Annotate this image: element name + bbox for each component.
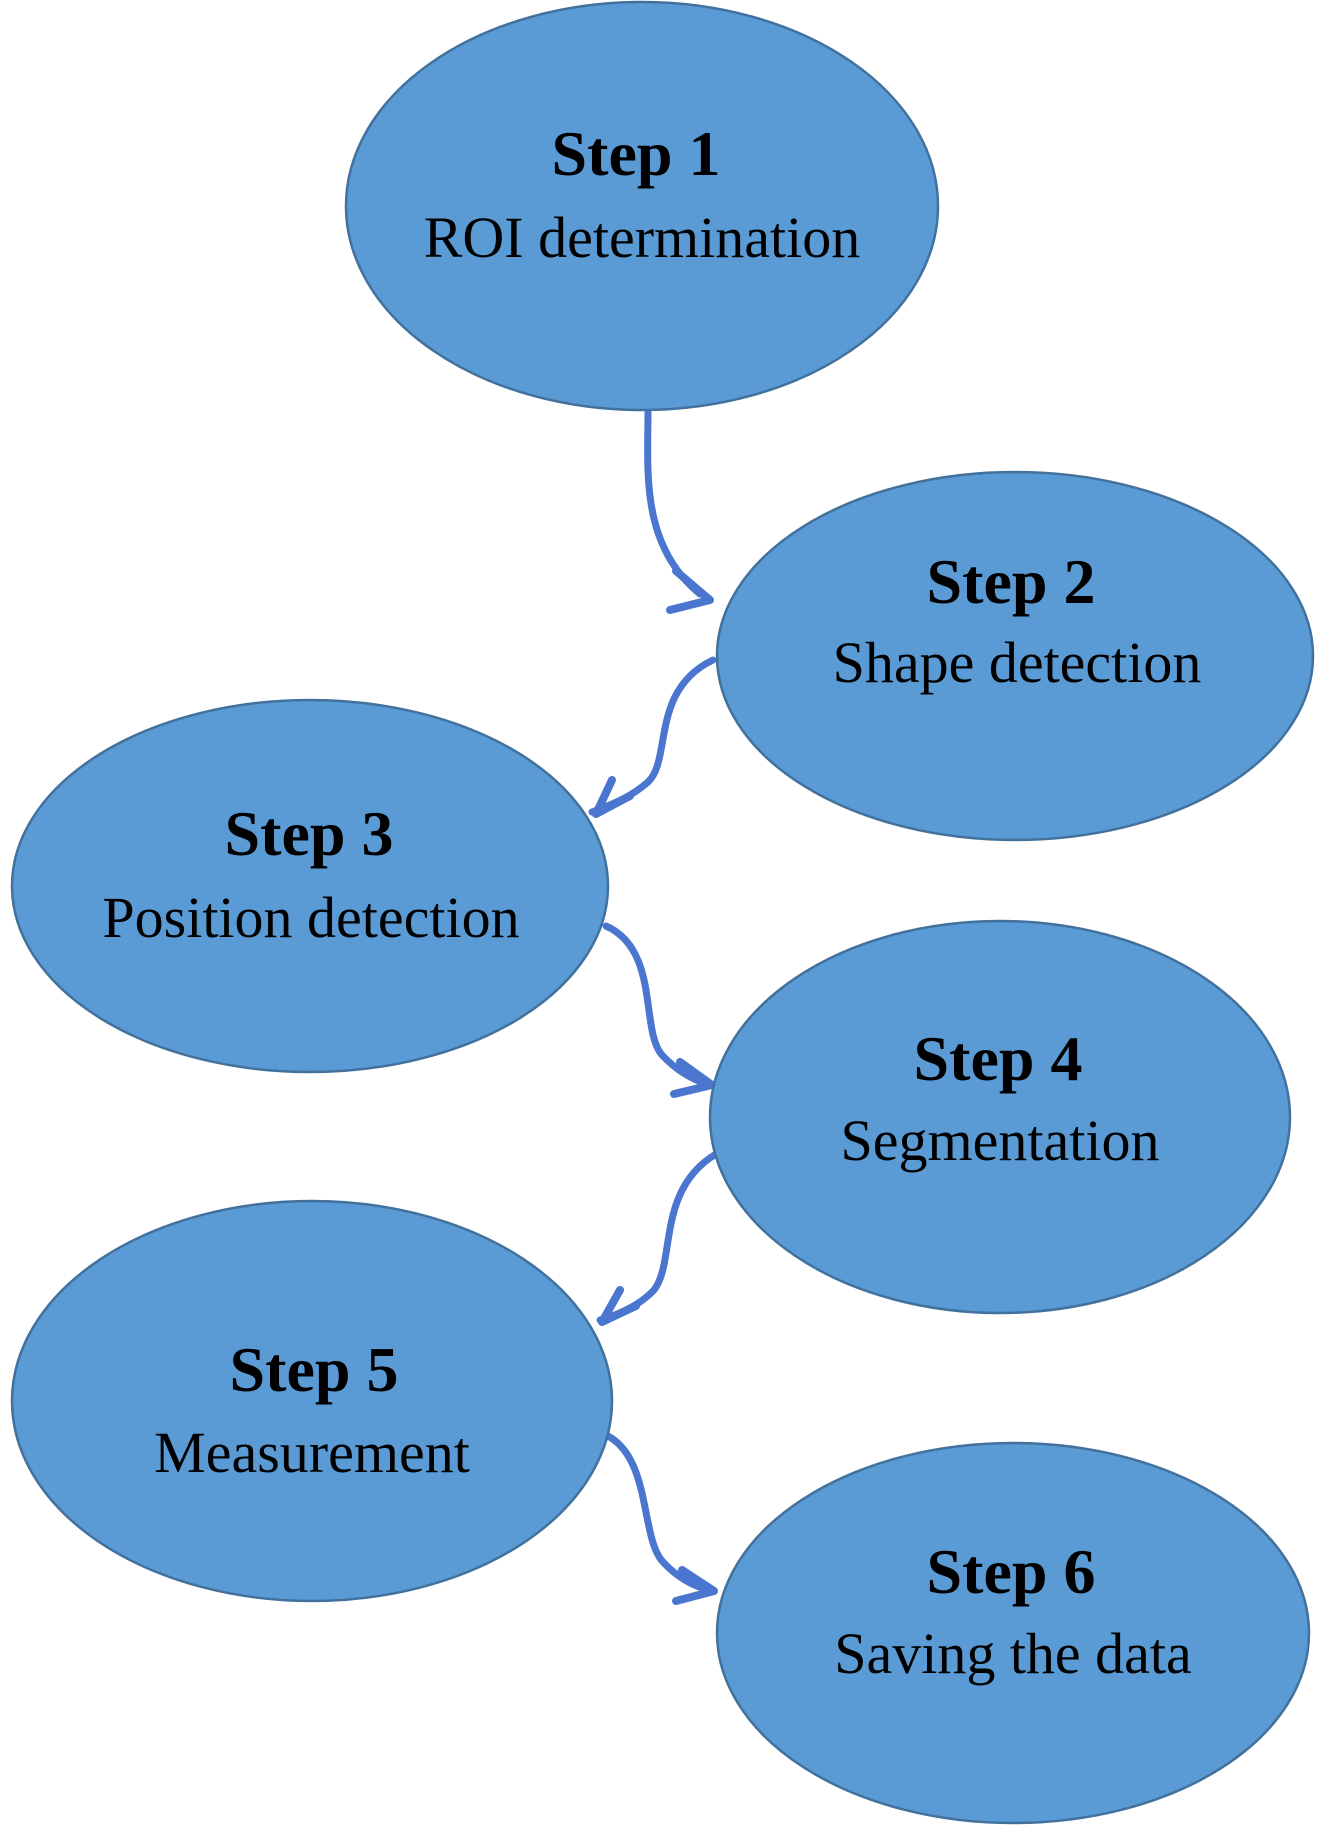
- step-node-3-description: Position detection: [102, 885, 519, 950]
- step-node-2-description: Shape detection: [833, 630, 1202, 695]
- step-node-4: Step 4 Segmentation: [708, 919, 1292, 1315]
- step-node-5-title: Step 5: [230, 1334, 399, 1405]
- step-node-2: Step 2 Shape detection: [715, 470, 1315, 842]
- step-node-6-description: Saving the data: [834, 1621, 1192, 1686]
- step-node-4-description: Segmentation: [841, 1108, 1160, 1173]
- step-node-6: Step 6 Saving the data: [715, 1441, 1311, 1825]
- connector-5-to-6: [604, 1432, 718, 1605]
- step-node-2-title: Step 2: [927, 546, 1096, 617]
- step-node-3-shape: [10, 698, 610, 1074]
- connector-4-to-5: [596, 1150, 720, 1326]
- step-node-1: Step 1 ROI determination: [344, 0, 940, 412]
- step-node-4-shape: [708, 919, 1292, 1315]
- step-node-5-description: Measurement: [154, 1420, 470, 1485]
- step-node-6-shape: [715, 1441, 1311, 1825]
- step-node-1-description: ROI determination: [424, 205, 861, 270]
- step-node-6-title: Step 6: [927, 1536, 1096, 1607]
- step-node-2-shape: [715, 470, 1315, 842]
- step-node-1-shape: [344, 0, 940, 412]
- step-node-5: Step 5 Measurement: [10, 1199, 614, 1603]
- step-node-3-title: Step 3: [225, 798, 394, 869]
- step-node-4-title: Step 4: [914, 1023, 1083, 1094]
- connector-3-to-4: [602, 922, 716, 1098]
- step-node-1-title: Step 1: [552, 118, 721, 189]
- connector-1-to-2: [644, 408, 714, 614]
- step-node-3: Step 3 Position detection: [10, 698, 610, 1074]
- step-node-5-shape: [10, 1199, 614, 1603]
- connector-2-to-3: [588, 656, 717, 818]
